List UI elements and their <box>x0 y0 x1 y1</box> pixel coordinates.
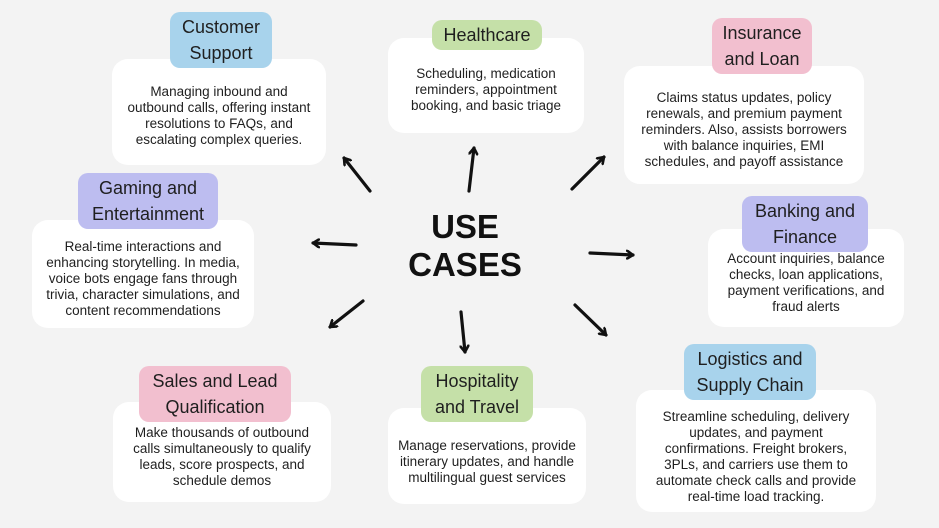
arrow-banking-finance <box>588 253 635 255</box>
center-title: USE CASES <box>408 208 522 283</box>
tag-logistics-supply: Logistics and Supply Chain <box>684 344 816 400</box>
card-customer-support: Managing inbound and outbound calls, off… <box>112 59 326 165</box>
arrow-gaming-entertainment <box>311 243 358 245</box>
description-banking-finance: Account inquiries, balance checks, loan … <box>727 251 885 314</box>
arrow-customer-support <box>342 156 372 193</box>
card-hospitality-travel: Manage reservations, provide itinerary u… <box>388 408 586 504</box>
tag-customer-support: Customer Support <box>170 12 272 68</box>
arrow-sales-lead <box>328 299 365 329</box>
tag-hospitality-travel: Hospitality and Travel <box>421 366 533 422</box>
arrow-hospitality-travel <box>461 310 465 354</box>
description-healthcare: Scheduling, medication reminders, appoin… <box>410 65 562 113</box>
description-customer-support: Managing inbound and outbound calls, off… <box>127 84 311 147</box>
card-insurance-loan: Claims status updates, policy renewals, … <box>624 66 864 184</box>
description-hospitality-travel: Manage reservations, provide itinerary u… <box>398 438 576 485</box>
description-gaming-entertainment: Real-time interactions and enhancing sto… <box>46 239 240 318</box>
arrow-healthcare <box>467 146 474 193</box>
tag-gaming-entertainment: Gaming and Entertainment <box>78 173 218 229</box>
card-healthcare: Scheduling, medication reminders, appoin… <box>388 38 584 133</box>
tag-healthcare: Healthcare <box>432 20 542 50</box>
card-logistics-supply: Streamline scheduling, delivery updates,… <box>636 390 876 512</box>
tag-sales-lead: Sales and Lead Qualification <box>139 366 291 422</box>
description-logistics-supply: Streamline scheduling, delivery updates,… <box>655 409 857 504</box>
arrow-insurance-loan <box>570 155 606 191</box>
tag-banking-finance: Banking and Finance <box>742 196 868 252</box>
card-banking-finance: Account inquiries, balance checks, loan … <box>708 229 904 327</box>
description-sales-lead: Make thousands of outbound calls simulta… <box>133 425 311 488</box>
tag-insurance-loan: Insurance and Loan <box>712 18 812 74</box>
card-gaming-entertainment: Real-time interactions and enhancing sto… <box>32 220 254 328</box>
arrow-logistics-supply <box>573 303 608 337</box>
description-insurance-loan: Claims status updates, policy renewals, … <box>641 90 847 169</box>
